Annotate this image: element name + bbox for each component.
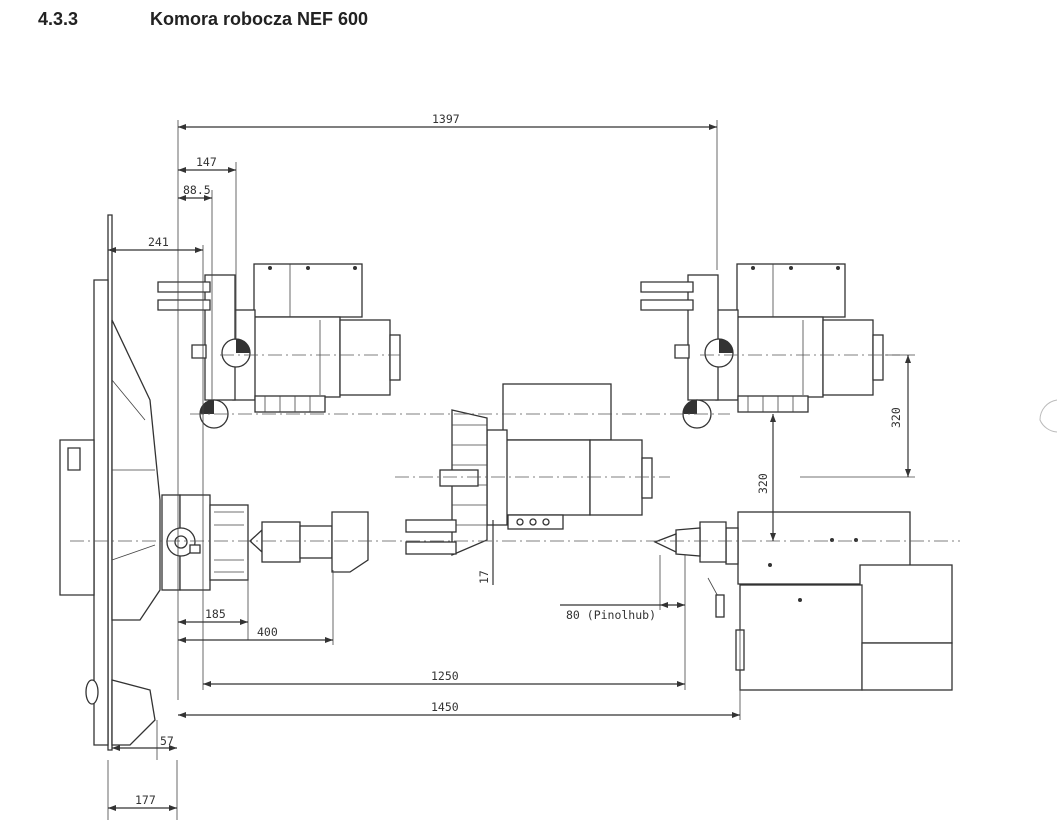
section-title: Komora robocza NEF 600	[150, 9, 369, 29]
dim-1397-label: 1397	[432, 112, 460, 126]
extension-lines	[107, 120, 915, 820]
dim-177-label: 177	[135, 793, 156, 807]
workpiece-tooling	[249, 511, 369, 573]
dim-57-label: 57	[160, 734, 174, 748]
right-tool-turret	[640, 263, 884, 429]
dimension-lines	[108, 126, 909, 809]
left-tool-turret	[157, 263, 401, 429]
dim-320-upper-label: 320	[889, 407, 903, 428]
dim-147-label: 147	[196, 155, 217, 169]
page-edge-mark	[1039, 399, 1057, 433]
tailstock	[653, 511, 953, 691]
dim-1250-label: 1250	[431, 669, 459, 683]
dimension-arrows	[108, 124, 911, 811]
dim-185-label: 185	[205, 607, 226, 621]
dim-17-label: 17	[477, 570, 491, 584]
dim-1450-label: 1450	[431, 700, 459, 714]
dim-80-pinolhub-label: 80 (Pinolhub)	[566, 608, 656, 622]
dim-400-label: 400	[257, 625, 278, 639]
dim-320-lower-label: 320	[756, 473, 770, 494]
dim-88-5-label: 88.5	[183, 183, 211, 197]
section-heading: 4.3.3 Komora robocza NEF 600	[38, 9, 368, 30]
main-spindle-chuck	[161, 494, 249, 591]
dim-241-label: 241	[148, 235, 169, 249]
center-tool-turret	[405, 383, 653, 556]
section-number: 4.3.3	[38, 9, 79, 29]
spindle-housing	[59, 214, 161, 751]
